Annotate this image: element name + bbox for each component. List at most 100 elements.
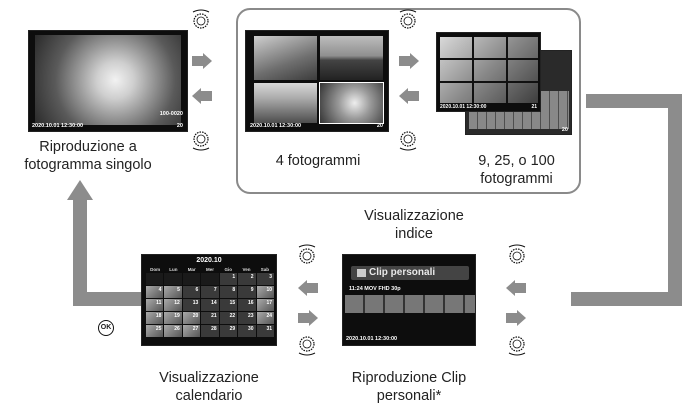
calendar-day-number: 19 xyxy=(174,313,180,319)
calendar-day-cell: 14 xyxy=(201,299,219,311)
calendar-day-cell: 17 xyxy=(256,299,274,311)
four-frame-screen: 2020.10.01 12:30:00 20 xyxy=(245,30,389,132)
calendar-day-number: 6 xyxy=(195,287,199,293)
dial-icon xyxy=(298,336,316,356)
calendar-day-cell: 23 xyxy=(238,312,256,324)
arrow-left-icon xyxy=(506,280,526,296)
dial-icon xyxy=(192,9,210,29)
calendar-day-number: 3 xyxy=(269,274,272,280)
arrow-right-icon xyxy=(192,53,212,69)
calendar-day-number: 31 xyxy=(266,326,272,332)
calendar-day-number: 29 xyxy=(229,326,236,332)
caption-index-view: Visualizzazione indice xyxy=(364,208,464,242)
calendar-day-number: 20 xyxy=(192,313,199,319)
single-frame-number-top: 100-0020 xyxy=(159,111,183,117)
multi-frame-screen-front: 2020.10.01 12:30:00 21 xyxy=(436,32,541,112)
arrow-left-icon xyxy=(399,88,419,104)
dial-icon xyxy=(399,9,417,29)
calendar-day-number: 14 xyxy=(211,300,217,306)
left-connector-line xyxy=(73,196,141,306)
single-frame-number: 20 xyxy=(176,123,183,129)
arrow-right-icon xyxy=(399,53,419,69)
thumb-pier xyxy=(320,36,383,80)
calendar-weekday: Gio xyxy=(224,267,233,272)
multi-thumb-grid xyxy=(440,37,538,103)
calendar-day-cell: 15 xyxy=(219,299,238,311)
calendar-day-cell: 19 xyxy=(164,312,182,324)
calendar-day-cell: 25 xyxy=(146,325,164,337)
dial-icon xyxy=(399,131,417,151)
calendar-day-number: 30 xyxy=(248,326,254,332)
calendar-day-number: 1 xyxy=(232,274,236,280)
calendar-day-number: 4 xyxy=(158,287,162,293)
calendar-day-cell: 9 xyxy=(238,286,256,298)
clip-info: 11:24 MOV FHD 30p xyxy=(349,286,401,292)
calendar-day-cell: 5 xyxy=(164,286,182,298)
calendar-day-number: 9 xyxy=(250,287,254,293)
clip-timestamp: 2020.10.01 12:30:00 xyxy=(346,336,398,342)
caption-four-frames: 4 fotogrammi xyxy=(275,153,361,169)
calendar-day-cell: 10 xyxy=(256,286,274,298)
calendar-day-number: 28 xyxy=(211,326,217,332)
multi-frame-number: 21 xyxy=(531,104,537,110)
calendar-day-cell: 11 xyxy=(146,299,164,311)
calendar-day-cell: 3 xyxy=(256,273,274,285)
calendar-day-cell: 12 xyxy=(164,299,182,311)
four-frame-number: 20 xyxy=(376,123,383,129)
calendar-weekday: Mar xyxy=(187,267,196,272)
calendar-day-cell: 31 xyxy=(256,325,274,337)
calendar-day-cell: 24 xyxy=(256,312,274,324)
calendar-day-number: 22 xyxy=(229,313,236,319)
calendar-day-number: 26 xyxy=(174,326,180,332)
calendar-day-number: 8 xyxy=(232,287,236,293)
caption-clip-playback: Riproduzione Clip personali* xyxy=(351,370,467,404)
up-arrow-head xyxy=(67,180,93,200)
arrow-right-icon xyxy=(298,310,318,326)
calendar-day-cell xyxy=(164,273,182,285)
caption-calendar-view: Visualizzazione calendario xyxy=(159,370,259,404)
calendar-day-cell: 16 xyxy=(238,299,256,311)
calendar-day-number: 25 xyxy=(155,326,162,332)
calendar-day-cell: 20 xyxy=(182,312,201,324)
calendar-day-cell: 29 xyxy=(219,325,238,337)
calendar-day-cell xyxy=(146,273,164,285)
arrow-left-icon xyxy=(298,280,318,296)
calendar-day-cell xyxy=(182,273,201,285)
multi-timestamp: 2020.10.01 12:30:00 xyxy=(440,104,487,110)
right-connector-line xyxy=(571,94,682,306)
calendar-day-number: 17 xyxy=(266,300,272,306)
calendar-weekday: Ven xyxy=(242,267,251,272)
multi-back-frame-number: 20 xyxy=(561,127,568,133)
thumb-flower xyxy=(319,82,384,124)
dial-icon xyxy=(298,244,316,264)
calendar-day-cell: 21 xyxy=(201,312,219,324)
calendar-day-cell: 30 xyxy=(238,325,256,337)
clip-title-bar: Clip personali xyxy=(351,266,469,280)
clapper-icon xyxy=(357,269,366,277)
thumb-flowers xyxy=(254,36,317,80)
calendar-day-number: 2 xyxy=(250,274,254,280)
calendar-day-cell: 13 xyxy=(182,299,201,311)
calendar-day-number: 21 xyxy=(211,313,217,319)
calendar-day-number: 24 xyxy=(266,313,272,319)
calendar-weekday: Lun xyxy=(169,267,178,272)
calendar-day-number: 16 xyxy=(248,300,254,306)
calendar-day-number: 10 xyxy=(266,287,272,293)
calendar-day-cell: 26 xyxy=(164,325,182,337)
clip-screen: Clip personali 11:24 MOV FHD 30p 2020.10… xyxy=(342,254,476,346)
calendar-day-number: 13 xyxy=(192,300,199,306)
calendar-day-cell: 7 xyxy=(201,286,219,298)
calendar-month: 2020.10 xyxy=(196,257,222,264)
arrow-left-icon xyxy=(192,88,212,104)
calendar-day-cell: 2 xyxy=(238,273,256,285)
calendar-day-number: 5 xyxy=(177,287,180,293)
calendar-day-cell xyxy=(201,273,219,285)
calendar-day-number: 18 xyxy=(155,313,162,319)
calendar-day-cell: 28 xyxy=(201,325,219,337)
flower-photo xyxy=(35,35,181,125)
dial-icon xyxy=(192,131,210,151)
